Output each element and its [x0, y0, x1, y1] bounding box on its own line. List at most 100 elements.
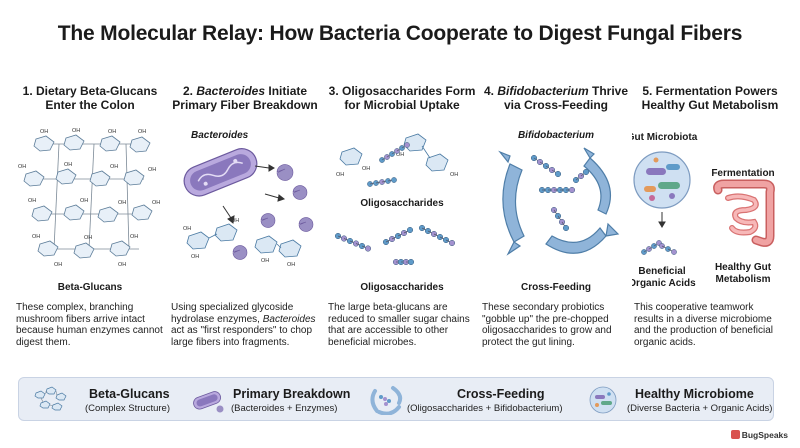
svg-text:OH: OH	[54, 262, 62, 268]
bifidobacterium-cells	[498, 147, 620, 256]
sugar-bead	[448, 239, 456, 247]
step-1-heading-line2: Enter the Colon	[45, 98, 135, 112]
page-title: The Molecular Relay: How Bacteria Cooper…	[57, 22, 743, 45]
beneficial-label: Beneficial	[638, 266, 685, 277]
legend-subtitle-beta-glucans: (Complex Structure)	[85, 403, 170, 414]
svg-text:OH: OH	[64, 162, 72, 168]
step-1-heading: 1. Dietary Beta-Glucans Enter the Colon	[14, 84, 166, 114]
step-4-description: These secondary probiotics "gobble up" t…	[482, 302, 612, 348]
svg-text:OH: OH	[118, 262, 126, 268]
svg-text:OH: OH	[362, 166, 370, 172]
bifidobacterium-label: Bifidobacterium	[518, 130, 594, 141]
legend-title-primary-breakdown: Primary Breakdown	[233, 387, 351, 401]
step-2-heading-line1: 2. Bacteroides Initiate	[182, 84, 308, 98]
microbiota-circle	[633, 151, 691, 209]
step-3-heading: 3. Oligosaccharides Form for Microbial U…	[326, 84, 478, 114]
sugar-bead	[582, 168, 590, 176]
step-1-description: These complex, branching mushroom fibers…	[16, 302, 163, 348]
svg-text:OH: OH	[396, 152, 404, 158]
beta-glucans-label: Beta-Glucans	[58, 282, 123, 293]
step-3-description: The large beta-glucans are reduced to sm…	[328, 302, 470, 348]
gut-microbiota-label: Gut Microbiota	[632, 132, 698, 143]
sugar-rings	[339, 133, 449, 172]
step-2-heading: 2. Bacteroides Initiate Primary Fiber Br…	[169, 84, 321, 114]
brand-logo: BugSpeaks	[730, 430, 788, 440]
oligosaccharides-label-lower: Oligosaccharides	[360, 282, 444, 293]
svg-text:OH: OH	[84, 235, 92, 241]
ring-hydroxyl-labels: OH OH OH OH	[336, 152, 458, 178]
svg-text:OH: OH	[191, 254, 199, 260]
sugar-bead	[391, 177, 397, 183]
brand-icon	[730, 430, 740, 439]
svg-text:OH: OH	[148, 167, 156, 173]
metabolism-label: Metabolism	[715, 274, 770, 285]
legend-subtitle-healthy-microbiome: (Diverse Bacteria + Organic Acids)	[627, 403, 773, 414]
svg-text:OH: OH	[287, 262, 295, 268]
action-arrows	[222, 164, 286, 224]
step-4-heading-line1: 4. Bifidobacterium Thrive	[483, 84, 629, 98]
legend-title-healthy-microbiome: Healthy Microbiome	[635, 387, 754, 401]
svg-text:OH: OH	[72, 128, 80, 134]
step-4-heading: 4. Bifidobacterium Thrive via Cross-Feed…	[480, 84, 632, 114]
sugar-bead	[364, 245, 372, 252]
svg-text:OH: OH	[138, 129, 146, 135]
step-5-description: This cooperative teamwork results in a d…	[634, 302, 773, 348]
fragment-hydroxyl-labels: OH OH OH OH OH	[183, 218, 295, 268]
cross-feeding-label: Cross-Feeding	[521, 282, 591, 293]
step-2-description: Using specialized glycoside hydrolase en…	[171, 302, 316, 348]
sugar-bead	[562, 224, 570, 232]
step-5-heading-line2: Healthy Gut Metabolism	[641, 98, 779, 112]
sugar-bead	[406, 226, 414, 234]
step-4-heading-line2: via Cross-Feeding	[503, 98, 609, 112]
glucan-icon	[34, 386, 67, 411]
oligosaccharides-illustration: OH OH OH OH Oligosaccharides Oligosaccha…	[334, 133, 458, 293]
crossfeed-chains	[530, 154, 590, 232]
step-5-heading-line1: 5. Fermentation Powers	[642, 84, 778, 98]
legend-bar: Beta-Glucans (Complex Structure) Primary…	[18, 377, 774, 421]
sugar-bead	[568, 186, 576, 194]
svg-text:OH: OH	[110, 164, 118, 170]
step-4-column: 4. Bifidobacterium Thrive via Cross-Feed…	[480, 84, 632, 374]
legend-title-cross-feeding: Cross-Feeding	[457, 387, 545, 401]
chain-lower	[334, 224, 456, 266]
sugar-bead	[671, 249, 677, 255]
svg-text:OH: OH	[18, 164, 26, 170]
svg-text:OH: OH	[450, 172, 458, 178]
microbiota-arrow	[658, 212, 666, 228]
step-3-heading-line2: for Microbial Uptake	[344, 98, 460, 112]
svg-text:OH: OH	[40, 129, 48, 135]
cross-feeding-icon	[370, 386, 403, 415]
bacteroides-breakdown-illustration: Bacteroides OH	[183, 130, 314, 268]
microbiome-icon	[589, 386, 617, 414]
organic-acids-label: Organic Acids	[632, 278, 696, 289]
step-5-heading: 5. Fermentation Powers Healthy Gut Metab…	[632, 84, 788, 114]
step-3-heading-line1: 3. Oligosaccharides Form	[328, 84, 476, 98]
step-1-column: 1. Dietary Beta-Glucans Enter the Colon	[14, 84, 166, 374]
svg-text:OH: OH	[130, 234, 138, 240]
oligosaccharides-label-upper: Oligosaccharides	[360, 198, 444, 209]
intestine-icon	[713, 179, 775, 247]
sugar-bead	[407, 258, 415, 266]
bacteroides-icon	[193, 391, 224, 413]
fermentation-label: Fermentation	[711, 168, 774, 179]
svg-text:OH: OH	[28, 198, 36, 204]
svg-text:OH: OH	[118, 200, 126, 206]
sugar-bead	[404, 142, 410, 148]
step-3-column: 3. Oligosaccharides Form for Microbial U…	[326, 84, 478, 374]
healthy-gut-label: Healthy Gut	[715, 262, 772, 273]
svg-text:OH: OH	[261, 258, 269, 264]
svg-text:OH: OH	[336, 172, 344, 178]
step-2-heading-line2: Primary Fiber Breakdown	[172, 98, 318, 112]
svg-text:OH: OH	[183, 226, 191, 232]
svg-text:OH: OH	[108, 129, 116, 135]
step-2-column: 2. Bacteroides Initiate Primary Fiber Br…	[169, 84, 321, 374]
bacteroides-cell	[183, 148, 258, 197]
fiber-fragments	[186, 223, 302, 258]
hydroxyl-labels: OH OH OH OH OH OH OH OH OH OH OH OH OH O…	[18, 128, 160, 268]
svg-text:OH: OH	[80, 198, 88, 204]
svg-text:OH: OH	[32, 234, 40, 240]
bacteroides-label: Bacteroides	[191, 130, 249, 141]
organic-acid-chain	[641, 240, 677, 255]
enzymes	[232, 164, 314, 260]
beta-glucan-structure-illustration: OH OH OH OH OH OH OH OH OH OH OH OH OH O…	[18, 128, 160, 293]
